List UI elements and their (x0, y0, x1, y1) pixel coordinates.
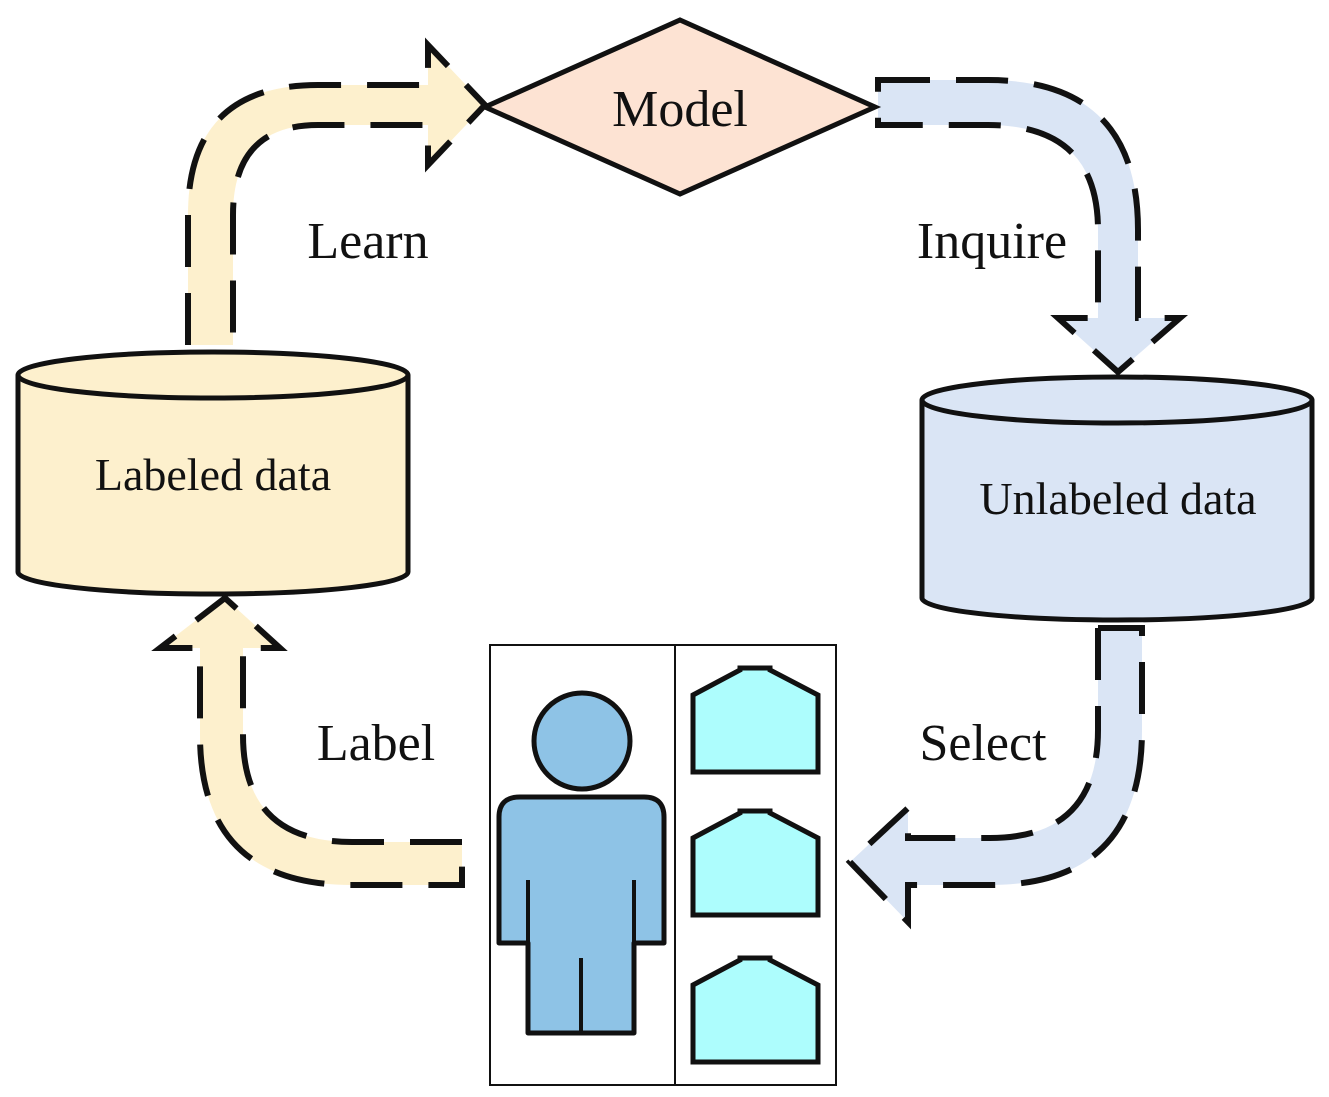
item-box-3 (690, 955, 821, 1065)
labeled-data-cylinder-top (15, 349, 411, 401)
inquire-arrow-outline (875, 77, 1189, 377)
person-body (496, 794, 667, 1036)
box-icon (690, 808, 821, 918)
box-icon (690, 955, 821, 1065)
label-arrow-outline (151, 594, 465, 888)
inquire-label: Inquire (917, 213, 1067, 270)
inquire-arrow-body (878, 80, 1180, 372)
unlabeled-data-cylinder-body (919, 399, 1315, 623)
label-label: Label (317, 715, 435, 772)
select-arrow-outline (845, 625, 1145, 930)
model-node: Model (478, 17, 882, 197)
model-diamond (478, 17, 882, 197)
model-label: Model (612, 81, 748, 138)
annotator-panel (489, 644, 837, 1086)
learn-arrow-body (188, 45, 485, 345)
select-label: Select (919, 715, 1047, 772)
labeled-data-node: Labeled data (15, 349, 411, 597)
box-icon (690, 665, 821, 775)
label-arrow-body (160, 598, 462, 885)
select-arrow-body (850, 628, 1142, 922)
unlabeled-data-node: Unlabeled data (919, 374, 1315, 623)
inquire-arrow (875, 77, 1189, 377)
unlabeled-data-cylinder-top (919, 374, 1315, 426)
learn-arrow (185, 37, 490, 345)
unlabeled-data-label: Unlabeled data (979, 473, 1256, 524)
learn-label: Learn (307, 213, 428, 270)
label-arrow (151, 594, 465, 888)
person-head (531, 690, 633, 792)
item-box-2 (690, 808, 821, 918)
labeled-data-label: Labeled data (95, 449, 331, 500)
learn-arrow-outline (185, 37, 490, 345)
labeled-data-cylinder-body (15, 374, 411, 597)
select-arrow (845, 625, 1145, 930)
item-box-1 (690, 665, 821, 775)
person-icon (496, 690, 667, 1036)
